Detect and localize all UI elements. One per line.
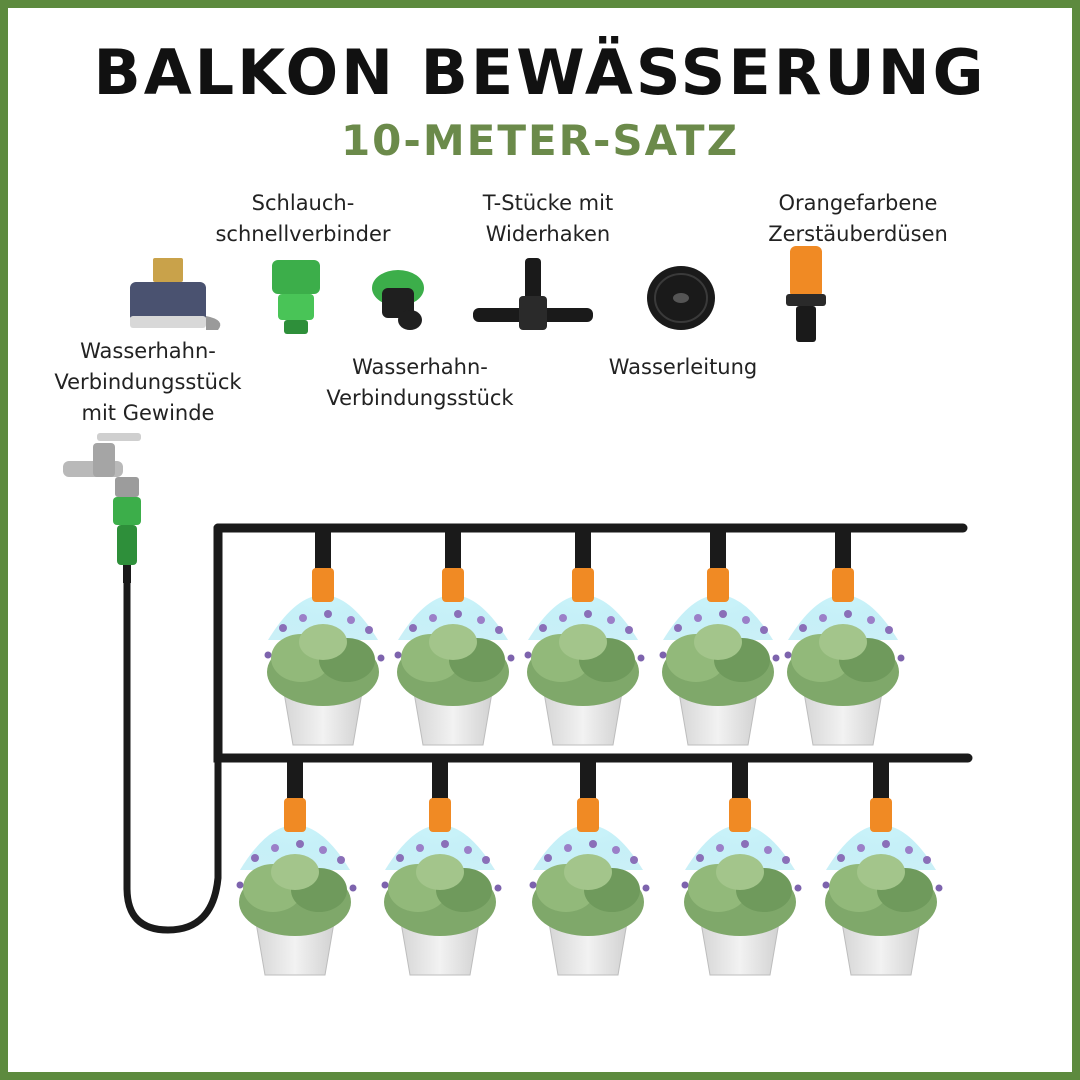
page-subtitle: 10-METER-SATZ <box>340 116 740 165</box>
label-water-line: Wasserleitung <box>608 355 758 379</box>
quick-connector-icon <box>272 260 320 334</box>
threaded-adapter-icon <box>130 258 221 330</box>
water-line-icon <box>647 266 715 330</box>
tee-icon <box>473 258 593 330</box>
faucet-icon <box>63 433 141 583</box>
irrigation-illustration <box>63 246 973 976</box>
supply-hose <box>123 528 222 934</box>
lower-row <box>236 759 943 976</box>
lower-pipe <box>213 523 973 763</box>
page-title: BALKON BEWÄSSERUNG <box>93 36 987 109</box>
label-quick-connector: Schlauch-schnellverbinder <box>215 191 391 246</box>
faucet-connector-icon <box>372 270 424 330</box>
upper-row <box>264 529 905 746</box>
mist-nozzle-icon <box>786 246 826 342</box>
label-faucet-adapter: Wasserhahn-Verbindungsstück <box>326 355 514 410</box>
